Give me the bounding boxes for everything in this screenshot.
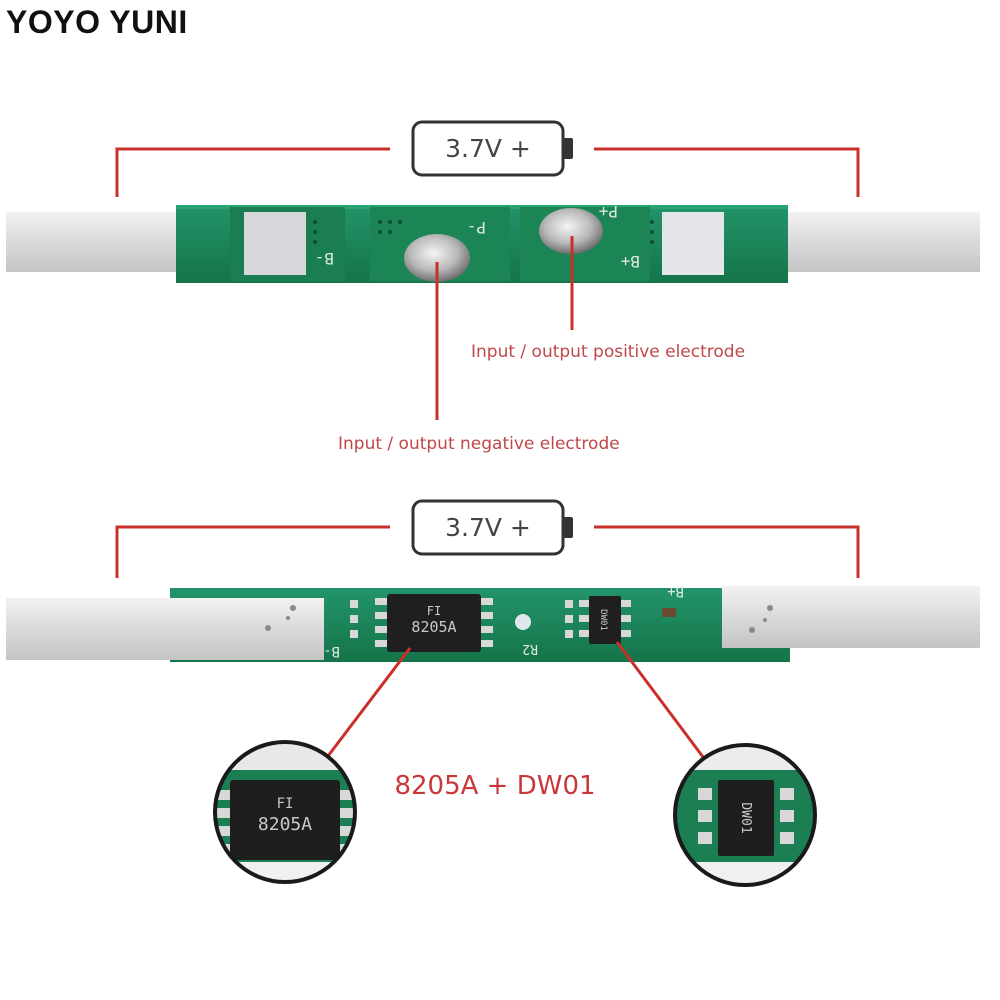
top-battery-label: 3.7V +	[445, 134, 531, 163]
bottom-nickel-strip-left	[6, 598, 324, 660]
bottom-led-dot	[515, 614, 531, 630]
zoom-chip-dw01-label: DW01	[738, 802, 753, 833]
bottom-chip-8205a: FI 8205A	[375, 594, 493, 652]
zoom-chip-8205a-label: 8205A	[258, 814, 312, 835]
bottom-chip-logo: FI	[427, 604, 441, 618]
bottom-pcb-board: FI 8205A DW01	[6, 583, 980, 662]
top-pad-b-plus	[662, 212, 724, 275]
bottom-chip-dw01: DW01	[579, 596, 631, 644]
zoom-pointer-dw01	[615, 641, 705, 758]
bottom-panel: 3.7V + FI 8205A	[6, 499, 980, 887]
bottom-silk-b-plus: B+	[667, 583, 684, 599]
top-battery-callout-left	[115, 147, 390, 197]
top-nickel-strip-left	[6, 212, 178, 272]
bottom-chip-8205a-label: 8205A	[411, 618, 456, 636]
zoom-circle-dw01: DW01	[673, 743, 817, 887]
annotation-negative-electrode: Input / output negative electrode	[338, 434, 620, 454]
bottom-battery-icon: 3.7V +	[411, 499, 573, 556]
top-panel: 3.7V + B-	[6, 120, 980, 454]
bottom-silk-b-minus: B-	[323, 643, 340, 659]
bottom-battery-label: 3.7V +	[445, 513, 531, 542]
top-battery-callout-right	[594, 147, 860, 197]
bottom-battery-callout-left	[115, 525, 390, 578]
brand-watermark: YOYO YUNI	[6, 4, 188, 40]
top-pad-b-minus	[244, 212, 306, 275]
top-silk-b-minus: B-	[315, 249, 334, 268]
top-battery-icon: 3.7V +	[411, 120, 573, 177]
bottom-silk-r2: R2	[522, 641, 538, 656]
bottom-battery-callout-right	[594, 525, 860, 578]
chips-title: 8205A + DW01	[394, 771, 595, 801]
bottom-nickel-strip-right	[722, 586, 980, 648]
top-silk-b-plus: B+	[621, 252, 640, 271]
zoom-pointer-8205a	[323, 647, 412, 761]
zoom-chip-logo: FI	[277, 796, 294, 812]
top-pcb-board: B- P- P+ B+	[176, 202, 788, 283]
annotation-positive-electrode: Input / output positive electrode	[471, 342, 745, 362]
zoom-circle-8205a: FI 8205A	[213, 740, 357, 884]
top-silk-p-minus: P-	[467, 218, 486, 237]
top-nickel-strip-right	[788, 212, 980, 272]
top-solder-negative	[404, 234, 470, 282]
bottom-chip-dw01-label: DW01	[598, 609, 608, 631]
top-solder-positive	[539, 208, 603, 254]
top-silk-p-plus: P+	[599, 202, 618, 221]
